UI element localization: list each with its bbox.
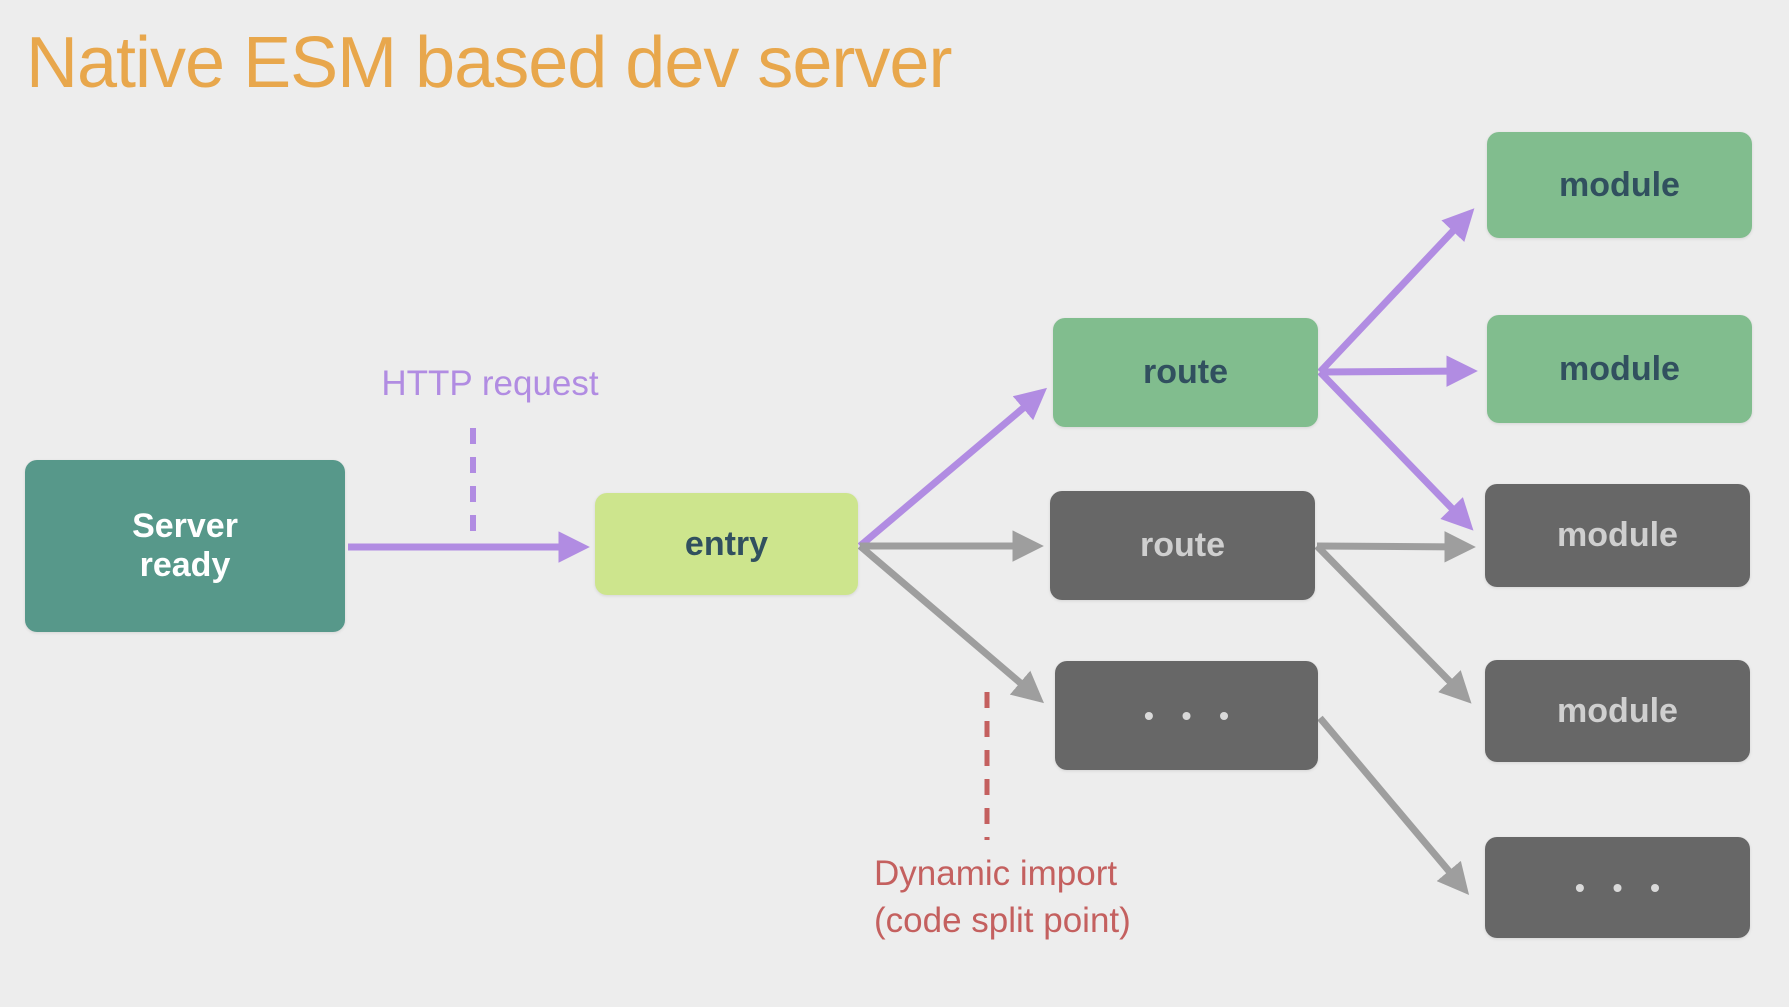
node-module-2: module bbox=[1487, 315, 1752, 423]
edge-route-top-to-module-2 bbox=[1319, 355, 1478, 387]
diagram-title: Native ESM based dev server bbox=[26, 23, 952, 103]
node-entry: entry bbox=[595, 493, 858, 595]
node-route-mid: route bbox=[1050, 491, 1315, 600]
node-routes-more: • • • bbox=[1055, 661, 1318, 770]
edge-entry-to-route-top bbox=[857, 387, 1048, 549]
node-route-top: route bbox=[1053, 318, 1318, 427]
dynamic-import-line1: Dynamic import bbox=[874, 854, 1118, 893]
node-module-1: module bbox=[1487, 132, 1752, 238]
dynamic-import-label: Dynamic import (code split point) bbox=[874, 850, 1131, 945]
node-server-ready: Server ready bbox=[25, 460, 345, 632]
http-request-label: HTTP request bbox=[381, 364, 599, 403]
edge-entry-to-routes-more bbox=[857, 543, 1044, 704]
dynamic-import-line2: (code split point) bbox=[874, 901, 1131, 941]
node-module-3: module bbox=[1485, 484, 1750, 587]
node-modules-more: • • • bbox=[1485, 837, 1750, 938]
edge-route-top-to-module-3 bbox=[1317, 369, 1474, 531]
edge-route-mid-to-module-4 bbox=[1314, 543, 1472, 704]
edge-route-top-to-module-1 bbox=[1317, 208, 1475, 375]
node-module-4: module bbox=[1485, 660, 1750, 762]
edge-route-mid-to-module-3 bbox=[1316, 531, 1476, 563]
edge-routes-more-to-modules-more bbox=[1317, 715, 1470, 896]
